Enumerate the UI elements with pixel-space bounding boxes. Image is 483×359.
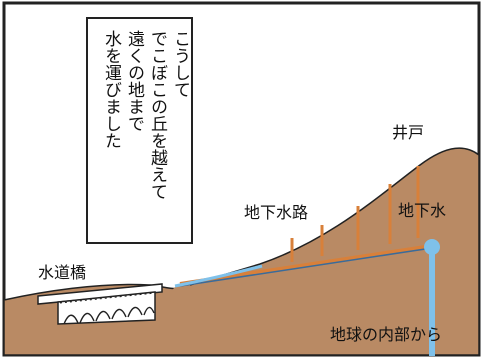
well-shafts <box>290 166 420 262</box>
caption-col-2: でこぼこの丘を越えて <box>147 30 168 200</box>
caption-box <box>86 17 193 244</box>
caption-col-4: 水を運びました <box>101 30 122 149</box>
small-hill <box>165 283 200 310</box>
label-aqueduct: 水道橋 <box>38 263 86 282</box>
aqueduct <box>37 283 163 325</box>
caption-col-1: こうして <box>170 30 190 98</box>
label-well: 井戸 <box>392 123 424 142</box>
label-groundwater: 地下水 <box>398 201 446 220</box>
caption-col-3: 遠くの地まで <box>124 30 145 132</box>
underground-channel-line <box>179 244 433 286</box>
water-flow <box>174 264 263 288</box>
label-underground-channel: 地下水路 <box>244 203 308 222</box>
label-from-earth-interior: 地球の内部から <box>330 325 442 344</box>
